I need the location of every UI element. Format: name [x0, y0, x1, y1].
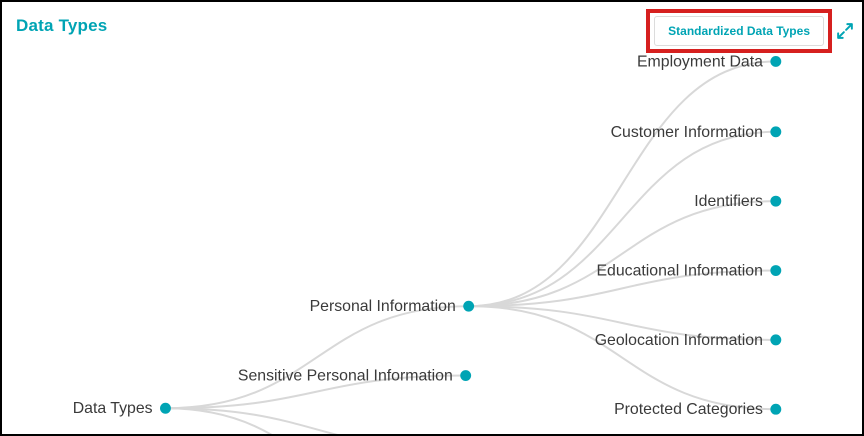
tree-node-dot[interactable]	[160, 402, 171, 414]
tree-link	[165, 407, 272, 434]
tree-node-label[interactable]: Protected Categories	[614, 401, 763, 418]
tree-node-label[interactable]: Data Types	[73, 400, 153, 417]
tree-link	[468, 305, 776, 411]
tree-link	[468, 269, 776, 308]
tree-link	[468, 60, 776, 308]
tree-node-dot[interactable]	[770, 334, 782, 346]
tree-node-dot[interactable]	[770, 265, 782, 276]
tree-node-label[interactable]: Customer Information	[611, 124, 763, 141]
tree-link	[468, 200, 776, 308]
tree-node-dot[interactable]	[770, 126, 782, 138]
standardized-data-types-button[interactable]: Standardized Data Types	[654, 16, 824, 46]
tree-node-label[interactable]: Geolocation Information	[595, 332, 763, 349]
tree-link	[165, 305, 469, 410]
tree-node-dot[interactable]	[463, 300, 475, 312]
tree-node-label[interactable]: Identifiers	[694, 193, 763, 210]
tree-link	[468, 305, 776, 341]
expand-arrows-icon[interactable]	[835, 21, 855, 41]
tree-node-label[interactable]: Employment Data	[637, 53, 763, 70]
tree-link	[165, 407, 338, 434]
tree-node-dot[interactable]	[460, 370, 472, 381]
tree-node-dot[interactable]	[770, 56, 782, 67]
header-actions: Standardized Data Types	[646, 9, 855, 53]
tree-link	[468, 130, 776, 308]
tree-node-label[interactable]: Personal Information	[310, 298, 456, 315]
tree-node-label[interactable]: Educational Information	[596, 262, 762, 279]
annotation-highlight-box: Standardized Data Types	[646, 9, 832, 53]
tree-link	[165, 374, 466, 410]
tree-node-dot[interactable]	[770, 195, 782, 207]
tree-node-dot[interactable]	[770, 403, 782, 415]
tree-node-label[interactable]: Sensitive Personal Information	[238, 367, 453, 384]
